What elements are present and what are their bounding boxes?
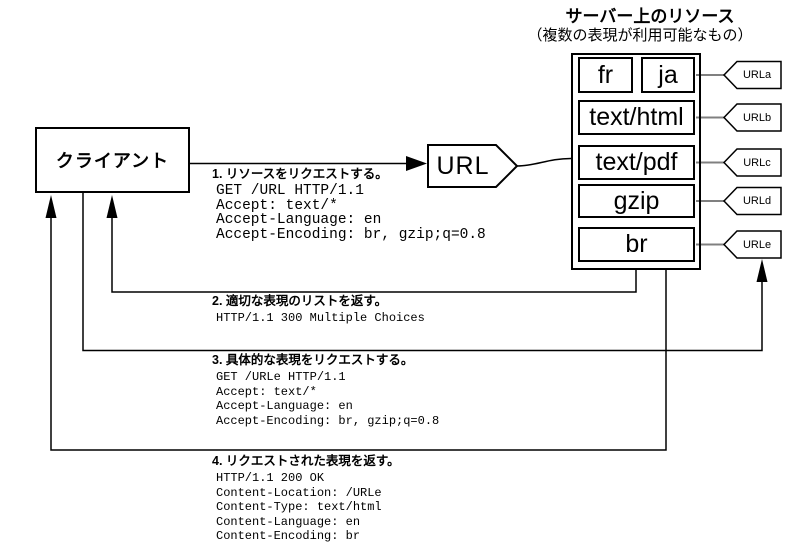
http-line: Content-Encoding: br (216, 529, 361, 542)
resource-box-text-html: text/html (578, 100, 695, 135)
resource-label: br (625, 230, 648, 258)
http-line: Accept: text/* (216, 384, 317, 399)
resource-label: gzip (613, 186, 660, 215)
http-line: Accept: text/* (216, 197, 338, 214)
step3-request-line (82, 193, 763, 352)
step3-arrowhead-icon (756, 259, 768, 282)
tag-urlc-shape (722, 148, 782, 177)
http-line: Accept-Language: en (216, 212, 382, 228)
http-line: Content-Location: /URLe (216, 485, 382, 500)
step2-arrowhead-icon (106, 195, 118, 218)
http-line: Accept-Language: en (216, 399, 353, 413)
step4-heading: 4. リクエストされた表現を返す。 (212, 454, 400, 468)
resource-label: text/html (589, 103, 684, 131)
resource-box-ja: ja (641, 57, 695, 93)
http-line: Content-Language: en (216, 514, 361, 529)
tag-urla-label: URLa (742, 69, 772, 81)
client-box: クライアント (35, 127, 190, 193)
resource-box-fr: fr (578, 57, 633, 93)
server-resources-box (571, 53, 701, 270)
resource-label: fr (597, 60, 614, 89)
client-label: クライアント (55, 151, 170, 171)
tag-urle-shape (722, 230, 782, 259)
tag-urlb-label: URLb (742, 111, 772, 124)
resource-box-gzip: gzip (578, 184, 695, 218)
url-to-server-link (516, 157, 572, 167)
resource-label: text/pdf (595, 148, 678, 176)
server-resources-title: サーバー上のリソース (565, 7, 735, 26)
step2-response-line (111, 216, 637, 293)
tag-urla-shape (722, 60, 782, 90)
http-line: GET /URLe HTTP/1.1 (216, 370, 346, 384)
tag-urlb-shape (722, 103, 782, 132)
tag-urld-shape (722, 186, 782, 216)
http-line: Accept-Encoding: br, gzip;q=0.8 (216, 413, 440, 428)
step4-block: 4. リクエストされた表現を返す。 HTTP/1.1 200 OK Conten… (212, 453, 400, 542)
http-line: Accept-Encoding: br, gzip;q=0.8 (216, 226, 486, 243)
step1-arrowhead-icon (406, 156, 427, 171)
http-line: HTTP/1.1 300 Multiple Choices (216, 311, 425, 325)
http-line: GET /URL HTTP/1.1 (216, 183, 364, 199)
step3-heading: 3. 具体的な表現をリクエストする。 (212, 353, 414, 367)
step2-block: 2. 適切な表現のリストを返す。 HTTP/1.1 300 Multiple C… (212, 293, 425, 326)
tag-urld-label: URLd (742, 195, 772, 207)
tag-urlc-label: URLc (743, 156, 771, 169)
resource-box-br: br (578, 227, 695, 262)
http-line: HTTP/1.1 200 OK (216, 471, 325, 485)
step3-block: 3. 具体的な表現をリクエストする。 GET /URLe HTTP/1.1 Ac… (212, 352, 439, 428)
url-pentagon-shape (427, 144, 519, 188)
http-line: Content-Type: text/html (216, 500, 382, 514)
resource-label: ja (658, 60, 678, 89)
step1-heading: 1. リソースをリクエストする。 (212, 167, 388, 181)
step4-response-line (50, 216, 667, 451)
tag-urle-label: URLe (742, 238, 772, 251)
resource-box-text-pdf: text/pdf (578, 145, 695, 180)
step4-arrowhead-icon (45, 195, 57, 218)
server-resources-subtitle: （複数の表現が利用可能なもの） (527, 27, 753, 44)
url-node-label: URL (436, 151, 490, 180)
step1-block: 1. リソースをリクエストする。 GET /URL HTTP/1.1 Accep… (212, 166, 486, 242)
step2-heading: 2. 適切な表現のリストを返す。 (212, 294, 388, 308)
